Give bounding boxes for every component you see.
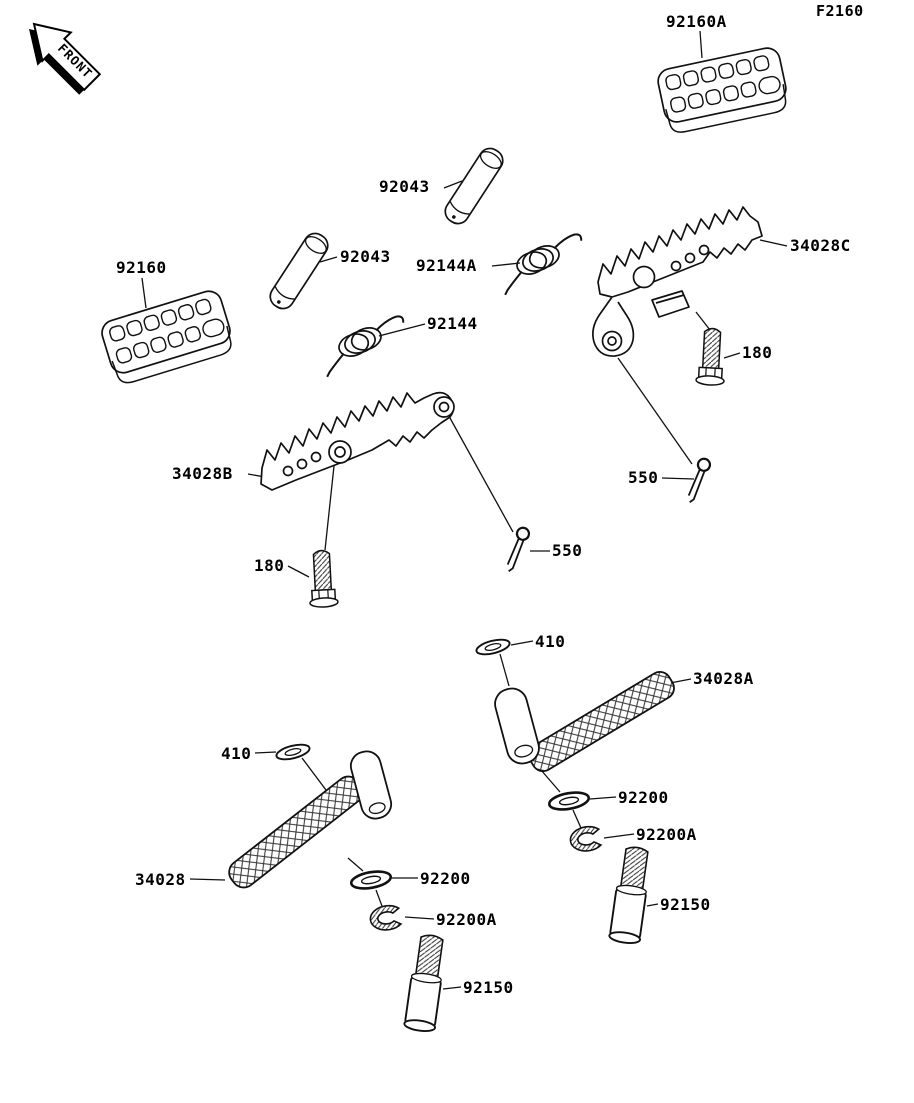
clip-92200a-left [368,903,403,933]
callout-550-left: 550 [552,541,583,560]
callout-34028c: 34028C [790,236,851,255]
pin-92043-lower [265,228,333,314]
callout-92160a: 92160A [666,12,727,31]
cotter-pin-550-left [503,525,532,575]
spring-92144 [315,313,414,378]
footpeg-34028b [260,391,455,491]
callout-550-right: 550 [628,468,659,487]
washer-92200-left [348,867,394,893]
callout-410-lower: 410 [221,744,252,763]
callout-180-right: 180 [742,343,773,362]
front-arrow-shape [32,22,102,92]
cotter-pin-550-right [684,456,713,506]
washer-410-lower [274,740,312,764]
callout-92144: 92144 [427,314,478,333]
callout-92200-right: 92200 [618,788,669,807]
callout-92043-upper: 92043 [379,177,430,196]
callout-410-upper: 410 [535,632,566,651]
callout-180-left: 180 [254,556,285,575]
callout-34028a: 34028A [693,669,754,688]
callout-34028b: 34028B [172,464,233,483]
callout-34028: 34028 [135,870,186,889]
bolt-180-right [695,327,728,387]
footpeg-pad-92160 [97,287,238,388]
callout-92200-left: 92200 [420,869,471,888]
bolt-180-left [306,549,339,609]
footpeg-pad-92160a [654,44,792,136]
washer-410-upper [474,635,512,659]
bolt-92150-left [402,932,449,1034]
callout-92150-left: 92150 [463,978,514,997]
callout-92144a: 92144A [416,256,477,275]
callout-92150-right: 92150 [660,895,711,914]
bolt-92150-right [607,844,654,946]
clip-92200a-right [568,824,603,854]
figure-code: F2160 [816,2,864,20]
bracket-34028 [228,750,393,889]
callout-92043-lower: 92043 [340,247,391,266]
callout-92160: 92160 [116,258,167,277]
washer-92200-right [546,788,592,814]
callout-92200a-left: 92200A [436,910,497,929]
leader-lines [141,30,788,990]
pin-92043-upper [440,143,508,229]
front-arrow: FRONT [29,22,102,95]
footpeg-34028c [592,206,763,357]
callout-92200a-right: 92200A [636,825,697,844]
bracket-34028a [494,671,675,773]
